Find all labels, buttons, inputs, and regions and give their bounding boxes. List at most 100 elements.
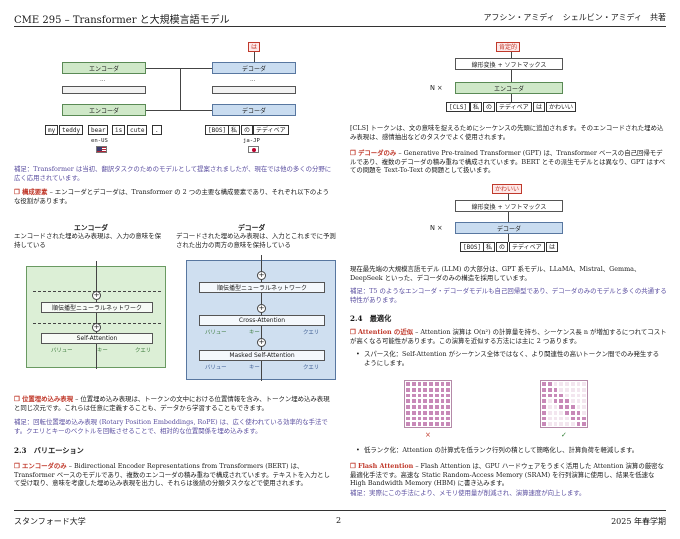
enc-query-label: クエリ xyxy=(135,348,152,354)
gpt-token: テディベア xyxy=(509,242,545,252)
dec-cross-query-label: クエリ xyxy=(303,330,320,336)
footer-rule xyxy=(14,510,666,511)
attention-cell xyxy=(546,398,553,404)
attention-grid-full xyxy=(404,380,452,428)
attention-cell xyxy=(546,381,553,387)
section-2-4-title: 2.4 最適化 xyxy=(350,314,392,323)
attention-cell xyxy=(546,386,553,393)
src-token: teddy xyxy=(59,125,84,135)
decoder-only-paragraph: ❐ デコーダのみ – Generative Pre-trained Transf… xyxy=(350,149,668,175)
attention-cell xyxy=(569,404,576,410)
dec-cross-attn: Cross-Attention xyxy=(199,315,325,326)
attention-cell xyxy=(552,398,559,404)
encoder-box-top: エンコーダ xyxy=(62,62,146,74)
attention-cell xyxy=(575,409,582,416)
attention-cell xyxy=(410,386,417,393)
bullet-sparse: •スパース化：Self-Attention がシーケンス全体ではなく、より関連性… xyxy=(356,350,660,367)
enc-detail-title: エンコーダ xyxy=(74,224,108,232)
attention-cell xyxy=(433,381,440,387)
attention-cell xyxy=(546,421,553,427)
footer-term: 2025 年春学期 xyxy=(611,517,666,526)
footer-university: スタンフォード大学 xyxy=(14,517,86,526)
attention-cell xyxy=(439,404,446,410)
attention-cell xyxy=(405,404,411,410)
posemb-paragraph: ❐ 位置埋め込み表現 – 位置埋め込み表現は、トークンの文中における位置情報を含… xyxy=(14,395,334,412)
dec-ffn: 順伝播型ニューラルネットワーク xyxy=(199,282,325,293)
attention-cell xyxy=(575,392,582,399)
attention-cell xyxy=(552,415,559,422)
attention-cell xyxy=(405,381,411,387)
attention-cell xyxy=(416,404,423,410)
attention-cell xyxy=(558,386,564,393)
attention-cell xyxy=(569,409,576,416)
decoder-detail-diagram: + + + 順伝播型ニューラルネットワーク Cross-Attention Ma… xyxy=(186,255,336,381)
attention-cell xyxy=(541,409,547,416)
attention-cell xyxy=(405,392,411,399)
attention-cell xyxy=(575,386,582,393)
encoder-only-text: – Bidirectional Encoder Representations … xyxy=(14,462,330,488)
attention-cell xyxy=(581,386,587,393)
src-token: is xyxy=(112,125,126,135)
attention-cell xyxy=(405,398,411,404)
attention-cell xyxy=(439,392,446,399)
bert-nx: N × xyxy=(430,84,443,92)
attention-cell xyxy=(541,415,547,422)
attention-cell xyxy=(428,398,434,404)
attention-cell xyxy=(541,392,547,399)
attention-cell xyxy=(439,381,446,387)
attention-cell xyxy=(575,381,582,387)
header-authors: アフシン・アミディ シェルビン・アミディ 共著 xyxy=(483,13,666,22)
note-transformer-origin: 補足：Transformer は当初、翻訳タスクのためのモデルとして提案されまし… xyxy=(14,165,332,182)
attention-cell xyxy=(546,392,553,399)
us-flag-icon xyxy=(96,146,107,153)
attention-cell xyxy=(445,409,451,416)
attention-cell xyxy=(581,415,587,422)
posemb-head: ❐ 位置埋め込み表現 xyxy=(14,395,74,403)
attention-cell xyxy=(552,392,559,399)
attention-cell xyxy=(422,409,428,416)
attention-cell xyxy=(569,381,576,387)
dec-masked-query-label: クエリ xyxy=(303,365,320,371)
attention-cell xyxy=(558,409,564,416)
decoder-only-text: – Generative Pre-trained Transformer (GP… xyxy=(350,149,666,175)
bert-token: は xyxy=(533,102,546,112)
attention-cell xyxy=(558,421,564,427)
attention-cell xyxy=(439,398,446,404)
attention-cell xyxy=(558,392,564,399)
attention-cell xyxy=(428,415,434,422)
attention-cell xyxy=(558,381,564,387)
attention-cell xyxy=(422,421,428,427)
gpt-decoder: デコーダ xyxy=(455,222,563,234)
attention-cell xyxy=(541,421,547,427)
attention-cell xyxy=(552,386,559,393)
attention-cell xyxy=(422,404,428,410)
attention-cell xyxy=(410,404,417,410)
flash-text: – Flash Attention は、GPU ハードウェアをうまく活用した A… xyxy=(350,462,664,488)
approx-text: – Attention 演算は O(n²) の計算量を持ち、シーケンス長 n が… xyxy=(350,328,667,345)
dec-detail-desc: デコードされた埋め込み表現は、入力とこれまでに予測された出力の両方の意味を保持し… xyxy=(176,232,336,249)
attention-cell xyxy=(410,398,417,404)
attention-cell xyxy=(445,386,451,393)
attention-cell xyxy=(416,386,423,393)
bullet-lowrank: •低ランク化：Attention の計算式を低ランク行列の積として簡略化し、計算… xyxy=(356,446,639,454)
attention-cell xyxy=(569,386,576,393)
attention-cell xyxy=(575,398,582,404)
gpt-token: 私 xyxy=(483,242,496,252)
attention-cell xyxy=(416,415,423,422)
decoder-only-head: ❐ デコーダのみ xyxy=(350,149,397,157)
tgt-token: の xyxy=(241,125,254,135)
enc-detail-desc: エンコードされた埋め込み表現は、入力の意味を保持している xyxy=(14,232,161,249)
attention-cell xyxy=(581,404,587,410)
attention-cell xyxy=(564,386,570,393)
attention-cell xyxy=(428,404,434,410)
attention-cell xyxy=(422,392,428,399)
enc-ffn: 順伝播型ニューラルネットワーク xyxy=(41,302,153,313)
header-rule xyxy=(14,26,666,27)
attention-cell xyxy=(439,415,446,422)
attention-cell xyxy=(433,409,440,416)
note-t5: 補足：T5 のようなエンコーダ・デコーダモデルも自己回帰型であり、デコーダのみの… xyxy=(350,287,667,304)
attention-cell xyxy=(564,421,570,427)
attention-cell xyxy=(439,386,446,393)
attention-cell xyxy=(410,415,417,422)
attention-cell xyxy=(405,409,411,416)
